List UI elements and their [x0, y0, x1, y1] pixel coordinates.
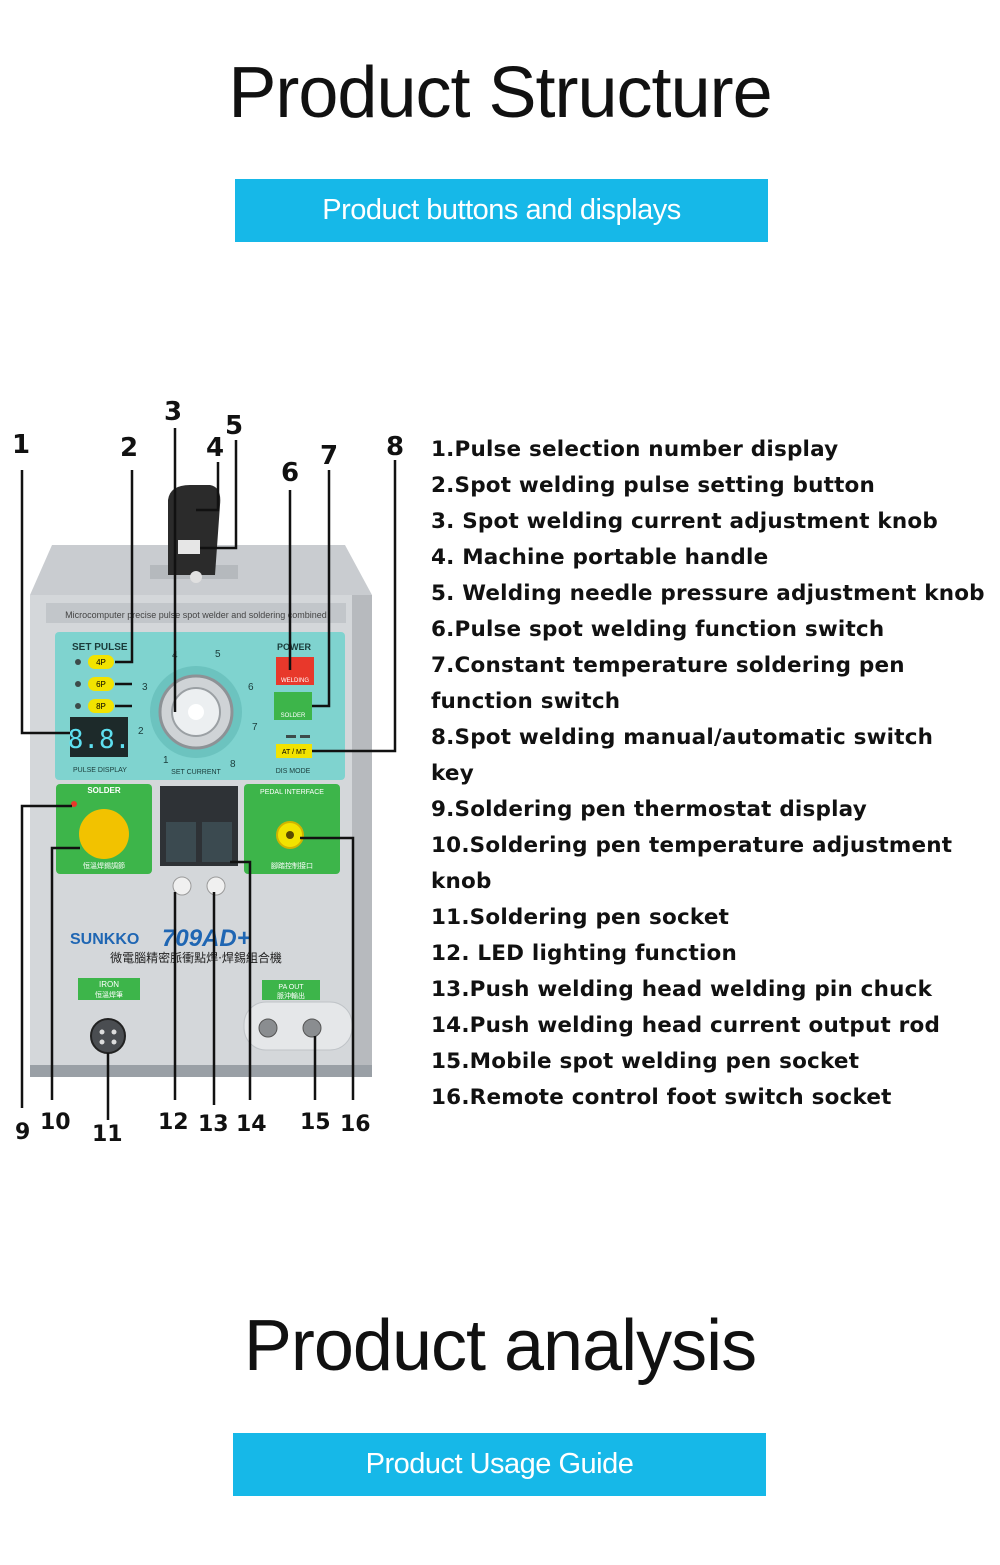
chinese-title: 微電腦精密脈衝點焊·焊錫組合機 [110, 950, 282, 965]
callout-2: 2 [120, 433, 139, 463]
svg-text:2: 2 [138, 726, 144, 737]
legend-item-12: 12. LED lighting function [431, 941, 737, 966]
pulse-display-label: PULSE DISPLAY [73, 767, 127, 774]
svg-text:SOLDER: SOLDER [281, 713, 306, 719]
svg-text:脈沖輸出: 脈沖輸出 [277, 991, 305, 1000]
callout-12: 12 [158, 1110, 189, 1135]
leader-lines [20, 428, 397, 1120]
svg-text:5: 5 [215, 649, 221, 660]
svg-text:8: 8 [230, 759, 236, 770]
legend-item-5: 5. Welding needle pressure adjustment kn… [431, 581, 985, 606]
page-title-analysis: Product analysis [243, 1306, 757, 1386]
brand-logo: SUNKKO [70, 931, 139, 948]
svg-text:6: 6 [248, 682, 254, 693]
machine-illustration: Microcomputer precise pulse spot welder … [20, 428, 397, 1120]
pulse-buttons: 4P 6P 8P [75, 655, 114, 713]
legend-item-15: 15.Mobile spot welding pen socket [431, 1049, 860, 1074]
legend-item-7: 7.Constant temperature soldering pen fun… [431, 653, 905, 714]
solder-switch [274, 692, 312, 720]
brand-area: SUNKKO 709AD+ 微電腦精密脈衝點焊·焊錫組合機 [70, 925, 282, 965]
page-title-structure: Product Structure [228, 53, 772, 133]
svg-text:4P: 4P [96, 658, 106, 667]
callout-7: 7 [320, 441, 339, 471]
callout-11: 11 [92, 1122, 123, 1147]
legend-list: 1.Pulse selection number display 2.Spot … [431, 432, 996, 1116]
power-label: POWER [277, 642, 312, 652]
section-banner-usage: Product Usage Guide [233, 1433, 766, 1496]
callout-4: 4 [206, 433, 225, 463]
callout-3: 3 [164, 397, 183, 427]
legend-item-6: 6.Pulse spot welding function switch [431, 617, 885, 642]
handle-icon [150, 485, 238, 583]
svg-text:DIS MODE: DIS MODE [276, 768, 311, 775]
callout-9: 9 [15, 1120, 31, 1145]
legend-item-14: 14.Push welding head current output rod [431, 1013, 941, 1038]
callout-10: 10 [40, 1110, 71, 1135]
pulse-6p-button [88, 677, 114, 691]
legend-item-2: 2.Spot welding pulse setting button [431, 473, 876, 498]
machine-side [352, 595, 372, 1065]
solder-panel: SOLDER 恒溫焊錫調節 [56, 784, 152, 874]
pa-out-area: PA OUT 脈沖輸出 [243, 980, 353, 1051]
pa-socket-right-icon [302, 1018, 322, 1038]
svg-text:SOLDER: SOLDER [87, 786, 121, 795]
pressure-knob-icon [178, 540, 200, 554]
legend-item-9: 9.Soldering pen thermostat display [431, 797, 867, 822]
pulse-display-digits: 8.8. [68, 725, 131, 755]
svg-text:PEDAL INTERFACE: PEDAL INTERFACE [260, 789, 324, 796]
machine-base [30, 1065, 372, 1077]
callout-1: 1 [12, 430, 31, 460]
thermostat-led [71, 801, 77, 807]
legend-item-16: 16.Remote control foot switch socket [431, 1085, 892, 1110]
callout-16: 16 [340, 1112, 371, 1137]
svg-text:PA OUT: PA OUT [278, 984, 304, 991]
model-label: 709AD+ [162, 925, 251, 952]
chuck-left-icon [172, 876, 192, 896]
svg-text:1: 1 [163, 755, 169, 766]
pulse-4p-button [88, 655, 114, 669]
set-pulse-label: SET PULSE [72, 642, 128, 653]
svg-text:WELDING: WELDING [281, 678, 309, 684]
svg-text:IRON: IRON [99, 980, 119, 989]
callout-5: 5 [225, 411, 244, 441]
pulse-display [70, 717, 128, 757]
svg-text:AT / MT: AT / MT [282, 749, 307, 756]
control-panel: SET PULSE 4P 6P 8P 8.8. PULSE DISPLAY 1 … [55, 632, 345, 780]
section-banner-buttons: Product buttons and displays [235, 179, 768, 242]
callout-14: 14 [236, 1112, 267, 1137]
welding-switch [276, 657, 314, 685]
callout-13: 13 [198, 1112, 229, 1137]
callout-15: 15 [300, 1110, 331, 1135]
svg-text:3: 3 [142, 682, 148, 693]
legend-item-10: 10.Soldering pen temperature adjustment … [431, 833, 953, 894]
legend-item-8: 8.Spot welding manual/automatic switch k… [431, 725, 934, 786]
svg-text:恒溫焊筆: 恒溫焊筆 [95, 990, 123, 999]
top-strip [46, 603, 346, 623]
iron-socket-icon [90, 1018, 126, 1054]
pulse-8p-button [88, 699, 114, 713]
svg-text:8P: 8P [96, 702, 106, 711]
legend-item-4: 4. Machine portable handle [431, 545, 769, 570]
at-mt-button [276, 744, 312, 758]
top-strip-text: Microcomputer precise pulse spot welder … [65, 610, 327, 620]
chuck-right-icon [206, 876, 226, 896]
legend-item-13: 13.Push welding head welding pin chuck [431, 977, 933, 1002]
svg-text:恒溫焊錫調節: 恒溫焊錫調節 [83, 861, 125, 870]
solder-temperature-knob [79, 809, 129, 859]
svg-text:7: 7 [252, 722, 258, 733]
svg-text:腳踏控制接口: 腳踏控制接口 [271, 861, 313, 870]
legend-item-11: 11.Soldering pen socket [431, 905, 730, 930]
welding-head [160, 786, 238, 896]
legend-item-3: 3. Spot welding current adjustment knob [431, 509, 938, 534]
pa-socket-left-icon [258, 1018, 278, 1038]
set-current-label: SET CURRENT [171, 769, 221, 776]
legend-item-1: 1.Pulse selection number display [431, 437, 839, 462]
svg-text:6P: 6P [96, 680, 106, 689]
callout-8: 8 [386, 432, 405, 462]
pedal-panel: PEDAL INTERFACE 腳踏控制接口 [244, 784, 340, 874]
callout-6: 6 [281, 458, 300, 488]
iron-socket-area: IRON 恒溫焊筆 [78, 978, 140, 1054]
